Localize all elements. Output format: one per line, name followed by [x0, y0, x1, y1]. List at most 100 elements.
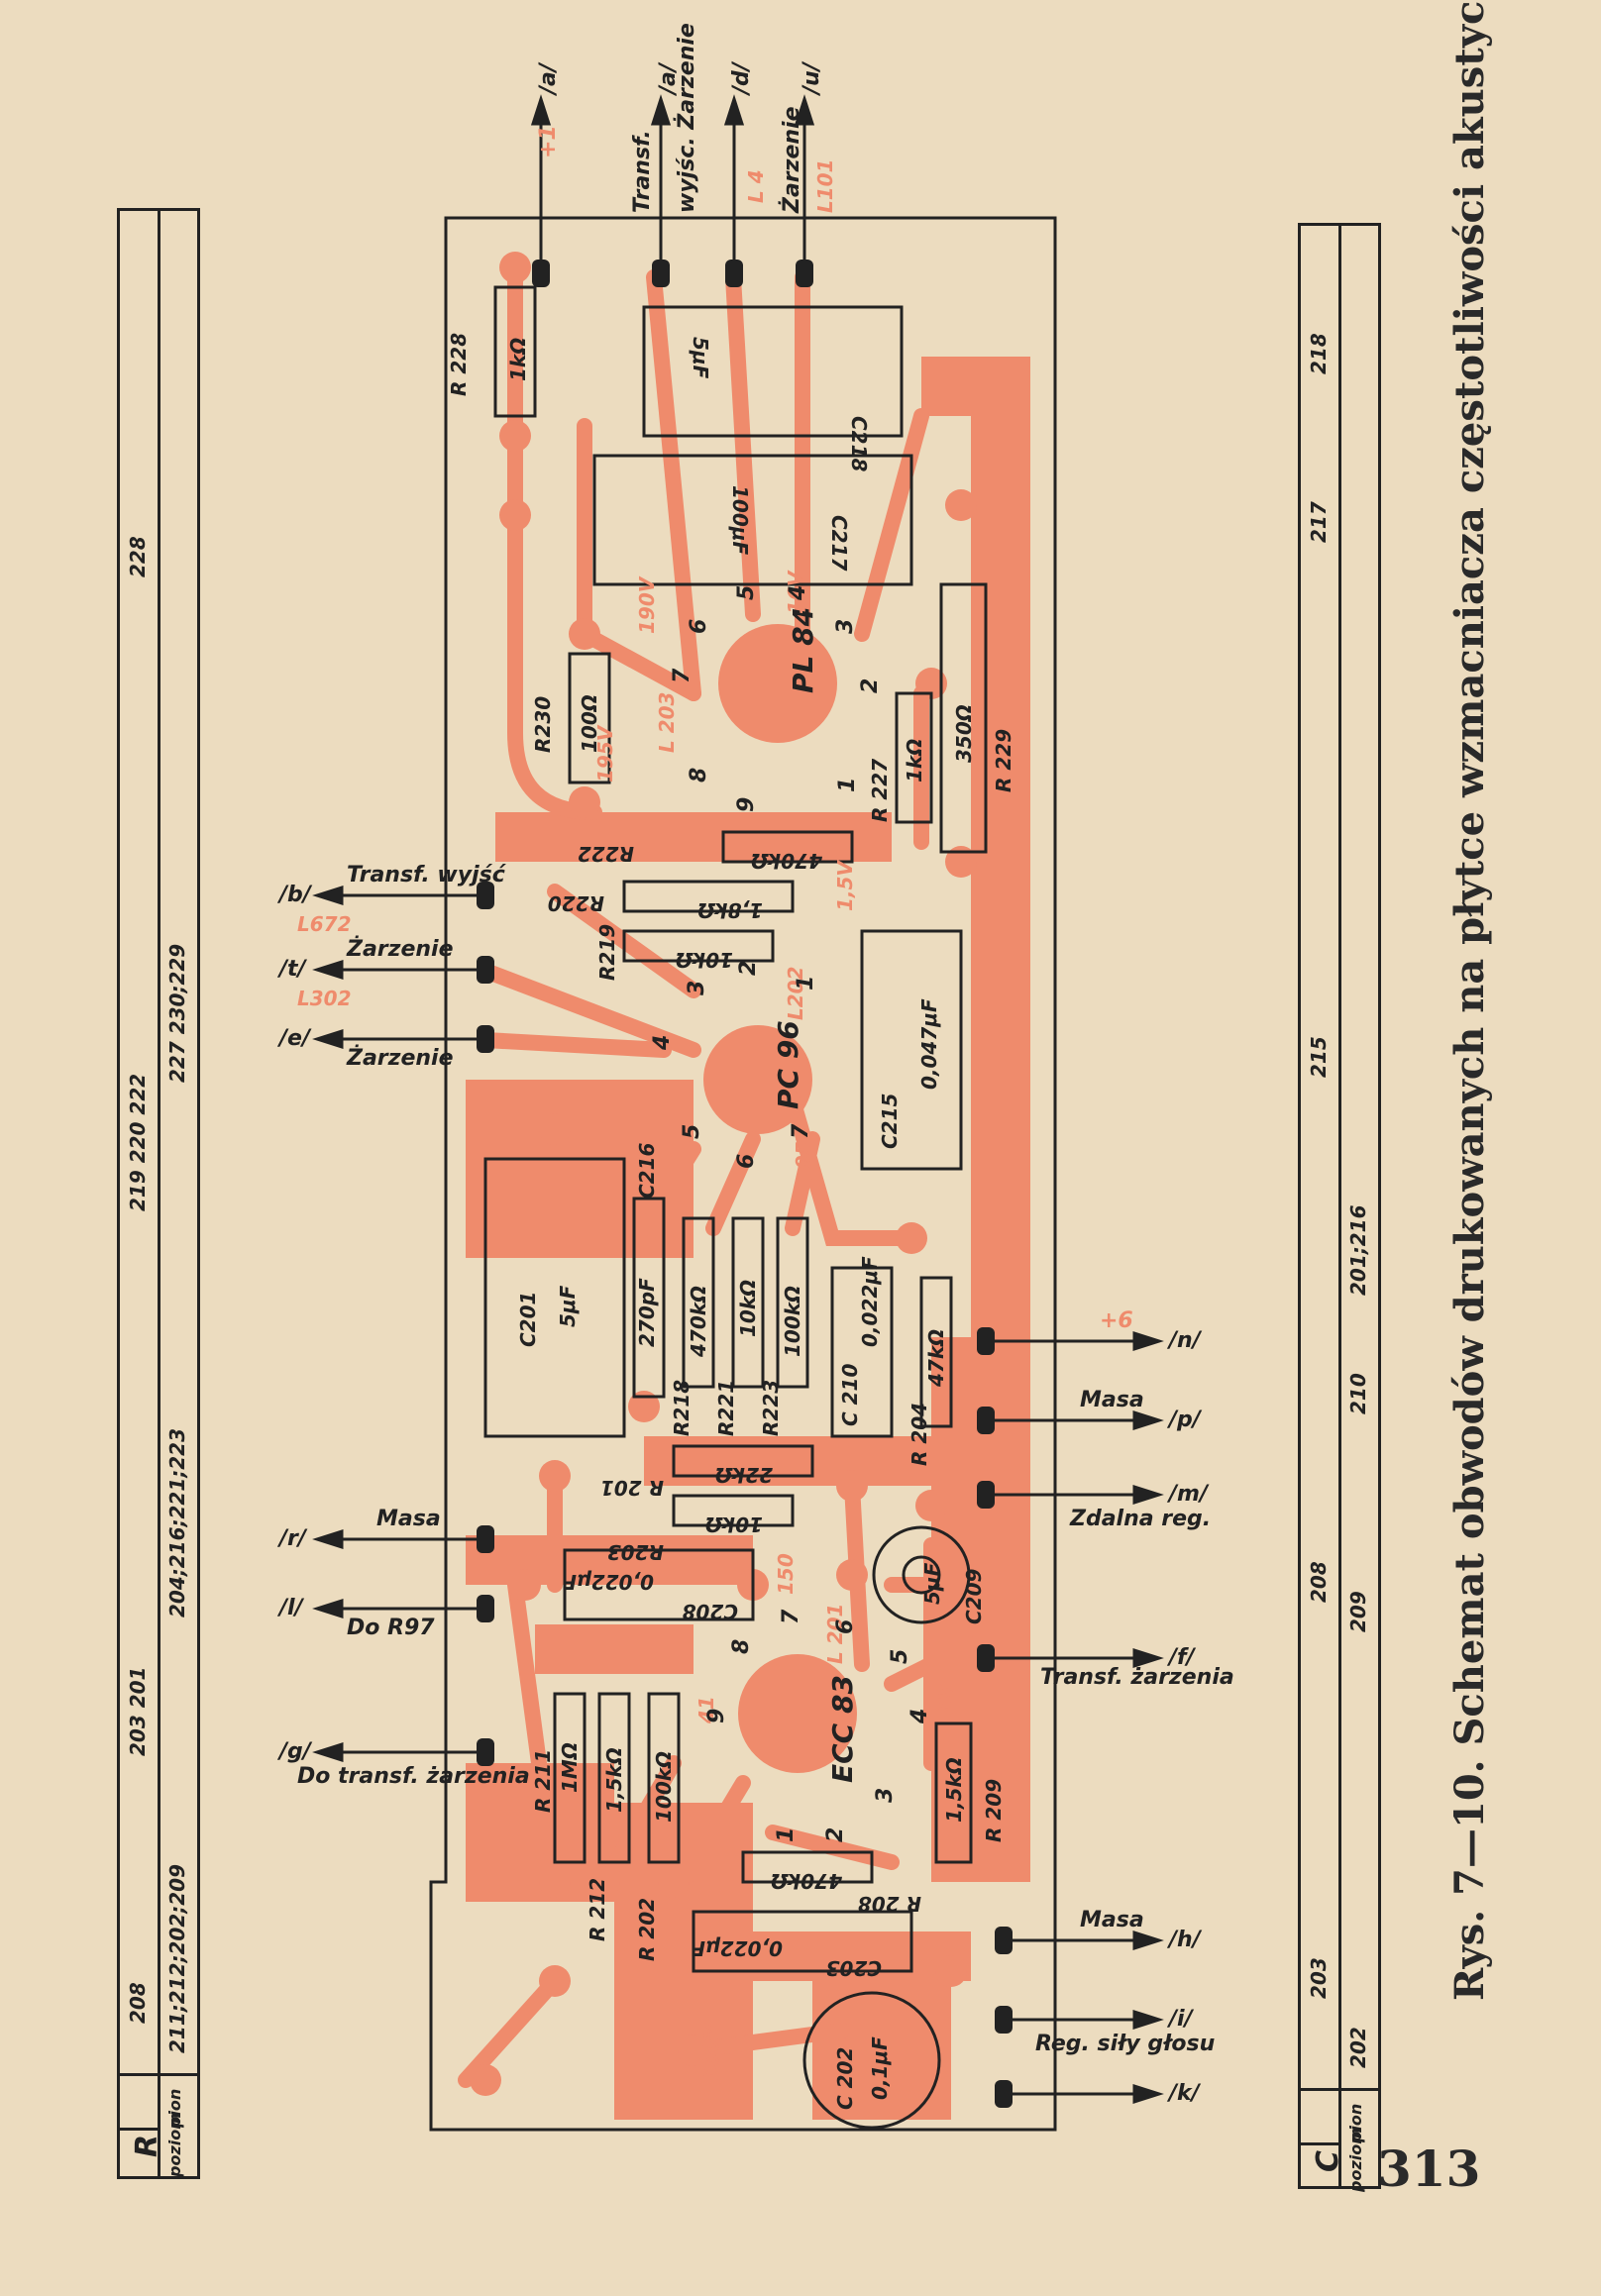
value-r212: 1,5kΩ	[602, 1747, 626, 1813]
label-r222: R222	[578, 842, 634, 866]
label-r203: R203	[607, 1540, 664, 1564]
right-terminal-label: Reg. siły głosu	[1035, 2032, 1215, 2056]
value-c216: 270pF	[635, 1278, 659, 1347]
label-c216: C216	[635, 1142, 659, 1199]
lamp-l201: L 201	[823, 1604, 847, 1664]
voltage-1-5v: 1,5V	[833, 860, 857, 911]
label-c201: C201	[516, 1292, 540, 1347]
lamp-l672: L672	[297, 912, 352, 936]
right-terminal-label: Transf. żarzenia	[1040, 1665, 1234, 1690]
left-terminal-id: /l/	[276, 1596, 305, 1620]
pin-pc96-5: 5	[680, 1124, 704, 1139]
left-terminal-id: /g/	[276, 1739, 313, 1764]
label-c203: C203	[826, 1956, 882, 1980]
pin-pl84-7: 7	[670, 668, 694, 683]
value-r209: 1,5kΩ	[942, 1757, 966, 1823]
top-terminal-label: Żarzenie	[779, 106, 804, 214]
value-r220: 1,8kΩ	[697, 898, 763, 922]
value-r208: 470kΩ	[771, 1869, 843, 1893]
label-r201: R 201	[600, 1476, 664, 1500]
pin-ecc83-3: 3	[873, 1788, 898, 1803]
pin-pl84-9: 9	[734, 797, 759, 812]
label-r204: R 204	[907, 1403, 931, 1466]
component-bodies	[483, 285, 988, 2130]
figure-caption: Rys. 7—10. Schemat obwodów drukowanych n…	[1446, 0, 1493, 2001]
left-terminal-label: Żarzenie	[346, 936, 454, 962]
value-c218: 5μF	[689, 337, 712, 379]
pin-ecc83-9: 9	[704, 1709, 729, 1723]
pin-pl84-5: 5	[734, 585, 759, 600]
value-r227: 1kΩ	[903, 739, 926, 783]
top-terminal-id: /d/	[729, 60, 754, 97]
pin-pl84-4: 4	[786, 585, 810, 601]
label-c210: C 210	[838, 1364, 862, 1426]
right-terminal-id: /h/	[1166, 1928, 1203, 1952]
left-terminal-id: /r/	[276, 1526, 308, 1551]
pin-ecc83-6: 6	[833, 1619, 858, 1634]
label-r212: R 212	[586, 1878, 609, 1941]
value-c217: 100μF	[728, 485, 752, 555]
lamp-l202: L202	[784, 967, 807, 1021]
value-c215: 0,047μF	[917, 998, 941, 1090]
right-terminal-id: /k/	[1166, 2081, 1202, 2106]
value-r202: 100kΩ	[652, 1751, 676, 1823]
value-r201: 22kΩ	[715, 1463, 773, 1487]
left-terminal-label: Do R97	[347, 1616, 435, 1640]
right-terminal-id: /f/	[1166, 1645, 1197, 1670]
label-c202: C 202	[833, 2047, 857, 2110]
value-r223: 100kΩ	[781, 1286, 804, 1357]
page-number: 313	[1377, 2139, 1481, 2198]
lamp-l302: L302	[297, 987, 352, 1010]
pin-pc96-1: 1	[794, 976, 818, 991]
right-reference-table: C pion poziom 203 208 215 217 218 202 20…	[1298, 223, 1381, 2192]
lamp-l4: L 4	[744, 169, 768, 203]
value-r203: 10kΩ	[705, 1513, 763, 1536]
value-c209: 5μF	[920, 1562, 944, 1605]
label-r209: R 209	[982, 1779, 1006, 1842]
label-r223: R223	[759, 1380, 783, 1436]
pin-pl84-1: 1	[835, 778, 860, 792]
label-r218: R218	[670, 1380, 694, 1436]
top-terminal-label: +1	[536, 125, 561, 158]
label-r230: R230	[531, 696, 555, 753]
pin-pc96-7: 7	[789, 1123, 813, 1139]
left-terminal-label: Transf. wyjść	[347, 863, 507, 887]
left-terminal-id: /b/	[276, 883, 313, 907]
value-r219: 10kΩ	[676, 948, 733, 972]
value-r222: 470kΩ	[751, 849, 823, 873]
label-r219: R219	[595, 924, 619, 981]
copper-traces	[466, 357, 1030, 2120]
tube-pc96: PC 96	[772, 1020, 804, 1109]
value-r218: 470kΩ	[687, 1286, 710, 1358]
pin-ecc83-5: 5	[888, 1649, 912, 1664]
board-outline	[429, 216, 1057, 2132]
voltage-150: 150	[774, 1553, 798, 1595]
label-c217: C217	[827, 515, 851, 572]
pin-pl84-6: 6	[687, 619, 711, 634]
right-terminal-label: Masa	[1080, 1388, 1144, 1412]
terminals	[477, 260, 1013, 2108]
voltage-1v: 1V	[934, 1683, 958, 1714]
pin-ecc83-4: 4	[907, 1709, 932, 1724]
pin-ecc83-7: 7	[779, 1609, 803, 1624]
left-terminal-id: /e/	[276, 1026, 312, 1051]
pin-pl84-2: 2	[858, 678, 883, 693]
top-terminal-id: /a/	[536, 61, 561, 97]
value-c203: 0,022μF	[692, 1936, 783, 1960]
value-c201: 5μF	[556, 1285, 580, 1327]
top-terminal-label: wyjśc. Żarzenie	[674, 23, 699, 213]
label-c209: C209	[962, 1568, 986, 1624]
label-r220: R220	[548, 891, 604, 915]
label-r228: R 228	[447, 333, 471, 396]
value-r204: 47kΩ	[924, 1329, 948, 1388]
value-r230: 100Ω	[578, 694, 601, 753]
value-r221: 10kΩ	[736, 1280, 760, 1337]
lamp-l101: L101	[813, 159, 837, 214]
pin-pc96-3: 3	[685, 981, 709, 995]
label-r202: R 202	[635, 1898, 659, 1961]
lamp-l203: L 203	[655, 692, 679, 753]
top-terminal-label: Transf.	[630, 130, 655, 213]
tube-ecc83: ECC 83	[826, 1675, 859, 1783]
left-terminal-label: Do transf. żarzenia	[297, 1764, 530, 1789]
